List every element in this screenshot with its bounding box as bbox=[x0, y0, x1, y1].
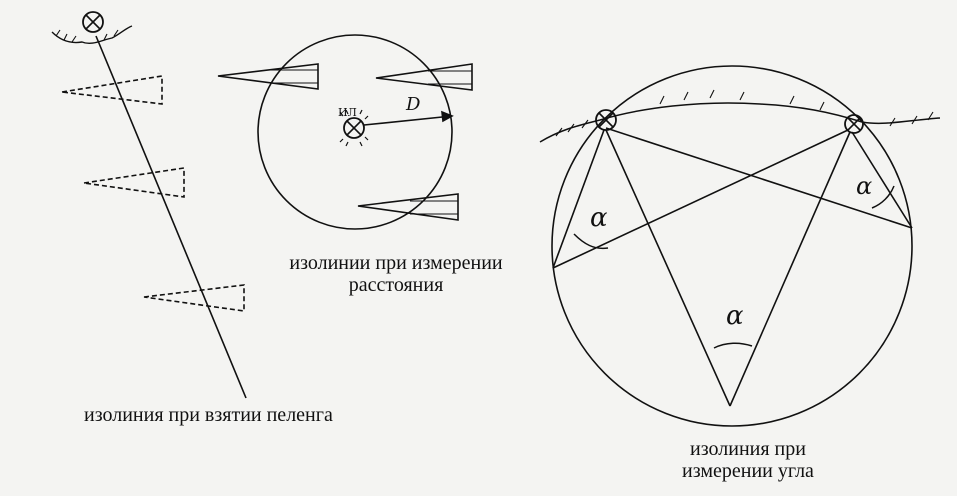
distance-diagram bbox=[217, 34, 473, 230]
ship-icon-5 bbox=[375, 63, 473, 91]
ray-b-bottom bbox=[729, 131, 851, 407]
caption-angle-line2: измерении угла bbox=[682, 460, 814, 482]
bearing-isoline bbox=[95, 35, 247, 399]
coast-hatch-left bbox=[51, 25, 133, 45]
ship-icon-6 bbox=[357, 193, 459, 221]
landmark-icon-center bbox=[339, 109, 369, 147]
caption-distance-line1: изолинии при измерении bbox=[289, 252, 503, 274]
angle-isoline-circle bbox=[551, 65, 913, 427]
radius-arrowhead bbox=[441, 110, 454, 123]
bearing-diagram bbox=[51, 11, 247, 399]
station-label: ИЛ bbox=[338, 106, 357, 119]
radius-line bbox=[363, 115, 453, 126]
ship-icon-3 bbox=[143, 284, 245, 312]
ray-b-right bbox=[851, 131, 913, 229]
radius-label: D bbox=[405, 94, 421, 115]
landmark-icon-right-2 bbox=[844, 114, 864, 134]
angle-diagram bbox=[539, 65, 941, 427]
caption-bearing: изолиния при взятии пеленга bbox=[84, 404, 333, 426]
caption-angle: изолиния при измерении угла bbox=[648, 438, 848, 482]
caption-angle-line1: изолиния при bbox=[690, 438, 806, 460]
caption-distance: изолинии при измерении расстояния bbox=[236, 252, 556, 296]
chord-line-2 bbox=[552, 129, 849, 269]
caption-distance-line2: расстояния bbox=[348, 274, 444, 296]
angle-label-right: α bbox=[856, 172, 872, 200]
ship-icon-2 bbox=[83, 167, 185, 198]
distance-isoline-circle bbox=[257, 34, 453, 230]
ship-icon-4 bbox=[217, 63, 319, 90]
angle-arc-right bbox=[871, 185, 895, 209]
ray-a-bottom bbox=[605, 129, 731, 407]
ship-icon-1 bbox=[61, 75, 163, 105]
chord-line bbox=[605, 127, 913, 229]
coast-line-right bbox=[539, 102, 941, 143]
ray-a-left bbox=[552, 129, 605, 269]
angle-label-left: α bbox=[590, 203, 608, 233]
angle-label-bottom: α bbox=[726, 301, 744, 331]
landmark-icon-left bbox=[82, 11, 104, 33]
angle-arc-left bbox=[573, 233, 609, 250]
angle-arc-bottom bbox=[713, 342, 753, 349]
